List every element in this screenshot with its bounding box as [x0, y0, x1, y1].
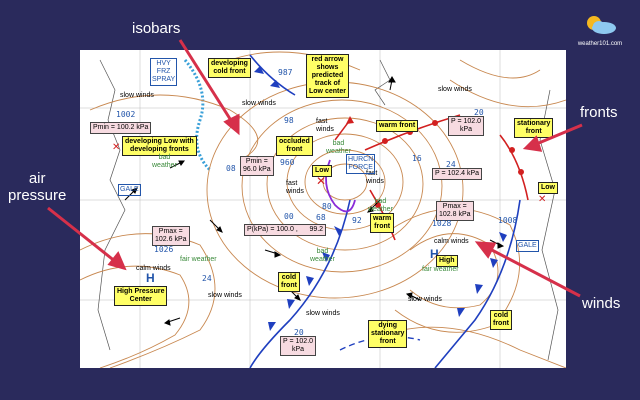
svg-text:✕: ✕: [112, 142, 120, 153]
isobar-value: 987: [278, 68, 293, 77]
svg-text:H: H: [146, 271, 155, 285]
isobar-value: 24: [202, 274, 212, 283]
svg-text:H: H: [430, 247, 439, 261]
wind-label-slow-5: slow winds: [306, 310, 340, 317]
isobar-value: 00: [284, 212, 294, 221]
wind-label-slow-4: slow winds: [208, 292, 242, 299]
wind-label-slow-2: slow winds: [242, 100, 276, 107]
wind-label-fast-1: fast winds: [316, 118, 334, 133]
pbox-p-bottom: P = 102.0 kPa: [280, 336, 317, 356]
weather101-logo: weather101.com: [572, 14, 628, 47]
wind-label-calm-2: calm winds: [434, 238, 469, 245]
tag-gale-left: GALE: [118, 184, 141, 196]
weather-bad-center: bad weather: [326, 140, 351, 155]
box-low-center: Low: [312, 165, 332, 177]
isobar-value: 92: [352, 216, 362, 225]
tag-hvy-frz-spray: HVY FRZ SPRAY: [150, 58, 178, 86]
isobar-value: 1008: [498, 216, 518, 225]
box-low-right: Low: [538, 182, 558, 194]
winds-callout-label: winds: [582, 295, 621, 312]
isobar-value: 20: [294, 328, 304, 337]
isobar-value: 68: [316, 213, 326, 222]
weather-fair-right: fair weather: [422, 266, 459, 273]
air-pressure-callout-label: air pressure: [8, 170, 67, 204]
isobar-value: 20: [474, 108, 484, 117]
wind-label-slow-1: slow winds: [120, 92, 154, 99]
svg-text:✕: ✕: [316, 174, 326, 188]
isobar-value: 960: [280, 158, 295, 167]
pbox-p-right-mid: P = 102.4 kPa: [432, 168, 483, 180]
logo-text: weather101.com: [577, 41, 623, 47]
box-high-pressure-center: High Pressure Center: [114, 286, 168, 306]
wind-label-calm-1: calm winds: [136, 265, 171, 272]
wind-label-fast-2: fast winds: [286, 180, 304, 195]
wind-label-slow-6: slow winds: [408, 296, 442, 303]
box-red-arrow-track: red arrow shows predicted track of Low c…: [306, 54, 349, 98]
pbox-pmax-right: Pmax = 102.8 kPa: [436, 201, 474, 221]
pbox-p-right-top: P = 102.0 kPa: [448, 116, 485, 136]
weather-bad-right: bad weather: [368, 198, 393, 213]
isobar-value: 1026: [154, 245, 174, 254]
svg-text:✕: ✕: [538, 194, 546, 205]
isobar-value: 1002: [116, 110, 136, 119]
box-high-center: High: [436, 255, 458, 267]
pbox-pmax-left: Pmax = 102.6 kPa: [152, 226, 190, 246]
isobar-value: 1028: [432, 219, 452, 228]
isobar-value: 08: [226, 164, 236, 173]
weather-fair-left: fair weather: [180, 256, 217, 263]
box-dying-stationary-front: dying stationary front: [368, 320, 408, 348]
predicted-track-arrow: [334, 116, 354, 141]
isobar-value: 24: [446, 160, 456, 169]
box-developing-low: developing Low with developing fronts: [122, 136, 197, 156]
sun-cloud-icon: [587, 16, 616, 34]
isobar-value: 80: [322, 202, 332, 211]
box-cold-front-mid: cold front: [278, 272, 300, 292]
pbox-pmin-center: Pmin = 96.0 kPa: [240, 156, 274, 176]
isobar-value: 16: [412, 154, 422, 163]
box-developing-cold-front: developing cold front: [208, 58, 251, 78]
box-warm-front-top: warm front: [376, 120, 419, 132]
tag-hurcn-force: HURCN FORCE: [346, 154, 376, 174]
pbox-pmin-left: Pmin = 100.2 kPa: [90, 122, 152, 134]
box-cold-front-right: cold front: [490, 310, 512, 330]
box-occluded-front: occluded front: [276, 136, 313, 156]
box-warm-front-mid: warm front: [370, 213, 395, 233]
weather-bad-left: bad weather: [152, 154, 177, 169]
box-stationary-front-right: stationary front: [514, 118, 554, 138]
isobar-value: 98: [284, 116, 294, 125]
weather-map: ✕ ✕ ✕ H H slow winds slow winds fast win…: [80, 50, 566, 368]
tag-gale-right: GALE: [516, 240, 539, 252]
wind-label-slow-3: slow winds: [438, 86, 472, 93]
pbox-p-scale: P(kPa) = 100.0 , 99.2: [244, 224, 327, 236]
isobars-callout-label: isobars: [132, 20, 181, 37]
fronts-callout-label: fronts: [580, 104, 618, 121]
pressure-markers: ✕ ✕ ✕ H H: [112, 142, 546, 285]
weather-bad-bottom: bad weather: [310, 248, 335, 263]
